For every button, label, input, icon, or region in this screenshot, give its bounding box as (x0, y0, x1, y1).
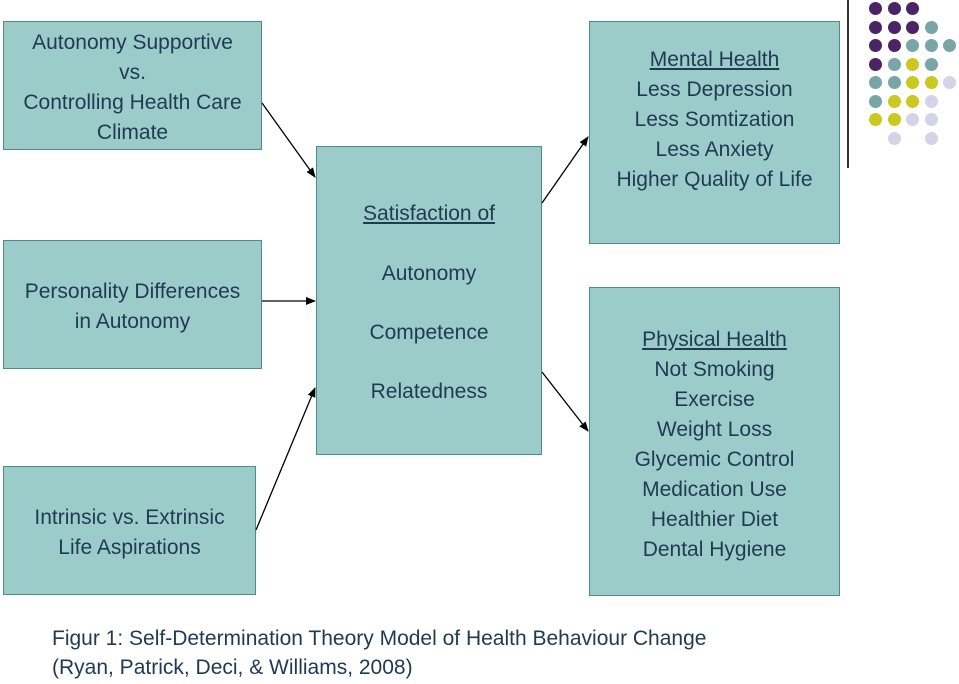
decorative-dot (924, 76, 938, 89)
decorative-dot (869, 94, 882, 108)
box-text-line: in Autonomy (74, 310, 191, 333)
decorative-dot (869, 76, 882, 89)
decorative-dot (943, 39, 956, 52)
outcome-item: Dental Hygiene (642, 538, 787, 561)
caption-line-2: (Ryan, Patrick, Deci, & Williams, 2008) (52, 656, 413, 679)
box-text-line: Personality Differences (24, 280, 241, 303)
arrow-satisfaction-to-mental-health (541, 136, 589, 204)
decorative-dot (887, 39, 901, 52)
decorative-dot (869, 113, 882, 126)
box-text-line: Intrinsic vs. Extrinsic (34, 506, 225, 529)
decorative-dot (887, 20, 901, 34)
need-item: Autonomy (381, 262, 477, 285)
outcome-item: Weight Loss (656, 418, 773, 441)
outcome-item: Higher Quality of Life (616, 168, 813, 191)
decorative-dot (887, 113, 901, 126)
decorative-dot (943, 76, 956, 89)
decorative-dot (924, 94, 938, 108)
decorative-dot (869, 20, 882, 34)
decorative-dot (906, 94, 919, 108)
outcome-title: Mental Health (649, 48, 780, 71)
decorative-dot (869, 39, 882, 52)
mediator-box-need-satisfaction: Satisfaction of Autonomy Competence Rela… (316, 146, 542, 455)
outcome-title: Physical Health (642, 328, 787, 351)
box-text-line: vs. (119, 61, 146, 84)
need-item: Relatedness (370, 380, 488, 403)
mediator-title: Satisfaction of (363, 202, 495, 225)
decorative-dot (924, 39, 938, 52)
decorative-dot (869, 57, 882, 71)
antecedent-box-health-care-climate: Autonomy Supportive vs. Controlling Heal… (3, 21, 262, 150)
outcome-item: Less Somtization (634, 108, 795, 131)
decorative-divider-line (847, 0, 849, 168)
outcome-item: Exercise (674, 388, 755, 411)
decorative-dot (869, 2, 882, 15)
decorative-dot (887, 2, 901, 15)
figure-caption: Figur 1: Self-Determination Theory Model… (52, 624, 706, 682)
decorative-dot (887, 131, 901, 145)
need-item: Competence (369, 321, 489, 344)
decorative-dot (887, 76, 901, 89)
antecedent-box-aspirations: Intrinsic vs. Extrinsic Life Aspirations (3, 466, 256, 595)
arrow-aspirations-to-satisfaction (255, 387, 316, 531)
caption-line-1: Figur 1: Self-Determination Theory Model… (52, 627, 707, 650)
decorative-dot (924, 113, 938, 126)
outcome-box-physical-health: Physical Health Not Smoking Exercise Wei… (589, 287, 840, 596)
outcome-item: Glycemic Control (634, 448, 795, 471)
outcome-box-mental-health: Mental Health Less Depression Less Somti… (589, 21, 840, 244)
decorative-dot (906, 57, 919, 71)
decorative-dot (906, 113, 919, 126)
outcome-item: Less Depression (636, 78, 793, 101)
outcome-item: Less Anxiety (655, 138, 774, 161)
outcome-item: Healthier Diet (650, 508, 779, 531)
decorative-dot (906, 20, 919, 34)
decorative-dot (924, 57, 938, 71)
antecedent-box-personality: Personality Differences in Autonomy (3, 240, 262, 369)
box-text-line: Controlling Health Care (23, 91, 242, 114)
outcome-item: Medication Use (642, 478, 787, 501)
decorative-dot (924, 20, 938, 34)
decorative-dot (924, 131, 938, 145)
decorative-dot (906, 76, 919, 89)
arrow-satisfaction-to-physical-health (541, 371, 589, 432)
outcome-item: Not Smoking (654, 358, 775, 381)
decorative-dot (887, 57, 901, 71)
arrow-climate-to-satisfaction (261, 102, 316, 178)
decorative-dot (906, 39, 919, 52)
decorative-dot (906, 2, 919, 15)
decorative-dot (887, 94, 901, 108)
box-text-line: Life Aspirations (58, 536, 201, 559)
box-text-line: Autonomy Supportive (32, 31, 233, 54)
box-text-line: Climate (96, 121, 169, 144)
